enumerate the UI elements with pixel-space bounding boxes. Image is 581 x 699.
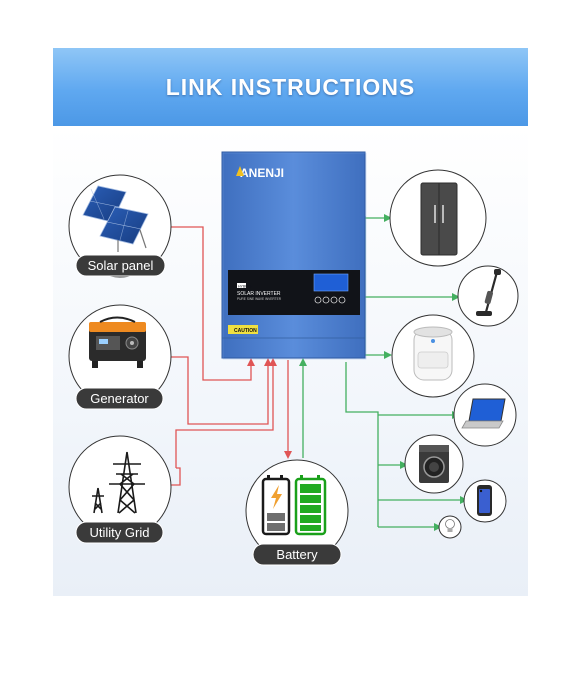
- generator-input-line: [171, 357, 268, 424]
- load-laptop: [454, 384, 516, 446]
- load-smartphone: [464, 480, 506, 522]
- brand-name: ANENJI: [240, 166, 284, 180]
- load-refrigerator: [390, 170, 486, 266]
- load-washing-machine: [405, 435, 463, 493]
- refrigerator-icon: [421, 183, 457, 255]
- load-air-purifier: [392, 315, 474, 397]
- washing-machine-icon: [419, 445, 449, 483]
- generator-icon: [89, 318, 146, 369]
- inverter-unit: ANENJI HYBRID SOLAR INVERTER PURE SINE W…: [222, 152, 366, 359]
- source-utility-grid: Utility Grid: [69, 436, 171, 543]
- load-vacuum-cleaner: [458, 266, 518, 326]
- lcd-screen: [314, 274, 348, 291]
- solar-panel-label: Solar panel: [88, 258, 154, 273]
- model-subtitle: PURE SINE WAVE INVERTER: [237, 297, 282, 301]
- load-light-bulb: [439, 516, 461, 538]
- model-badge: HYBRID: [238, 284, 252, 288]
- caution-label: CAUTION: [234, 328, 257, 334]
- utility-grid-label: Utility Grid: [90, 525, 150, 540]
- generator-label: Generator: [90, 391, 149, 406]
- source-generator: Generator: [69, 305, 171, 409]
- air-purifier-icon: [414, 327, 452, 380]
- brand-logo: ANENJI: [236, 166, 284, 180]
- storage-battery: Battery: [246, 460, 348, 565]
- smartphone-icon: [477, 485, 492, 516]
- source-solar-panel: Solar panel: [69, 175, 171, 277]
- battery-label: Battery: [276, 547, 318, 562]
- load-bus-line-lower: [346, 362, 378, 527]
